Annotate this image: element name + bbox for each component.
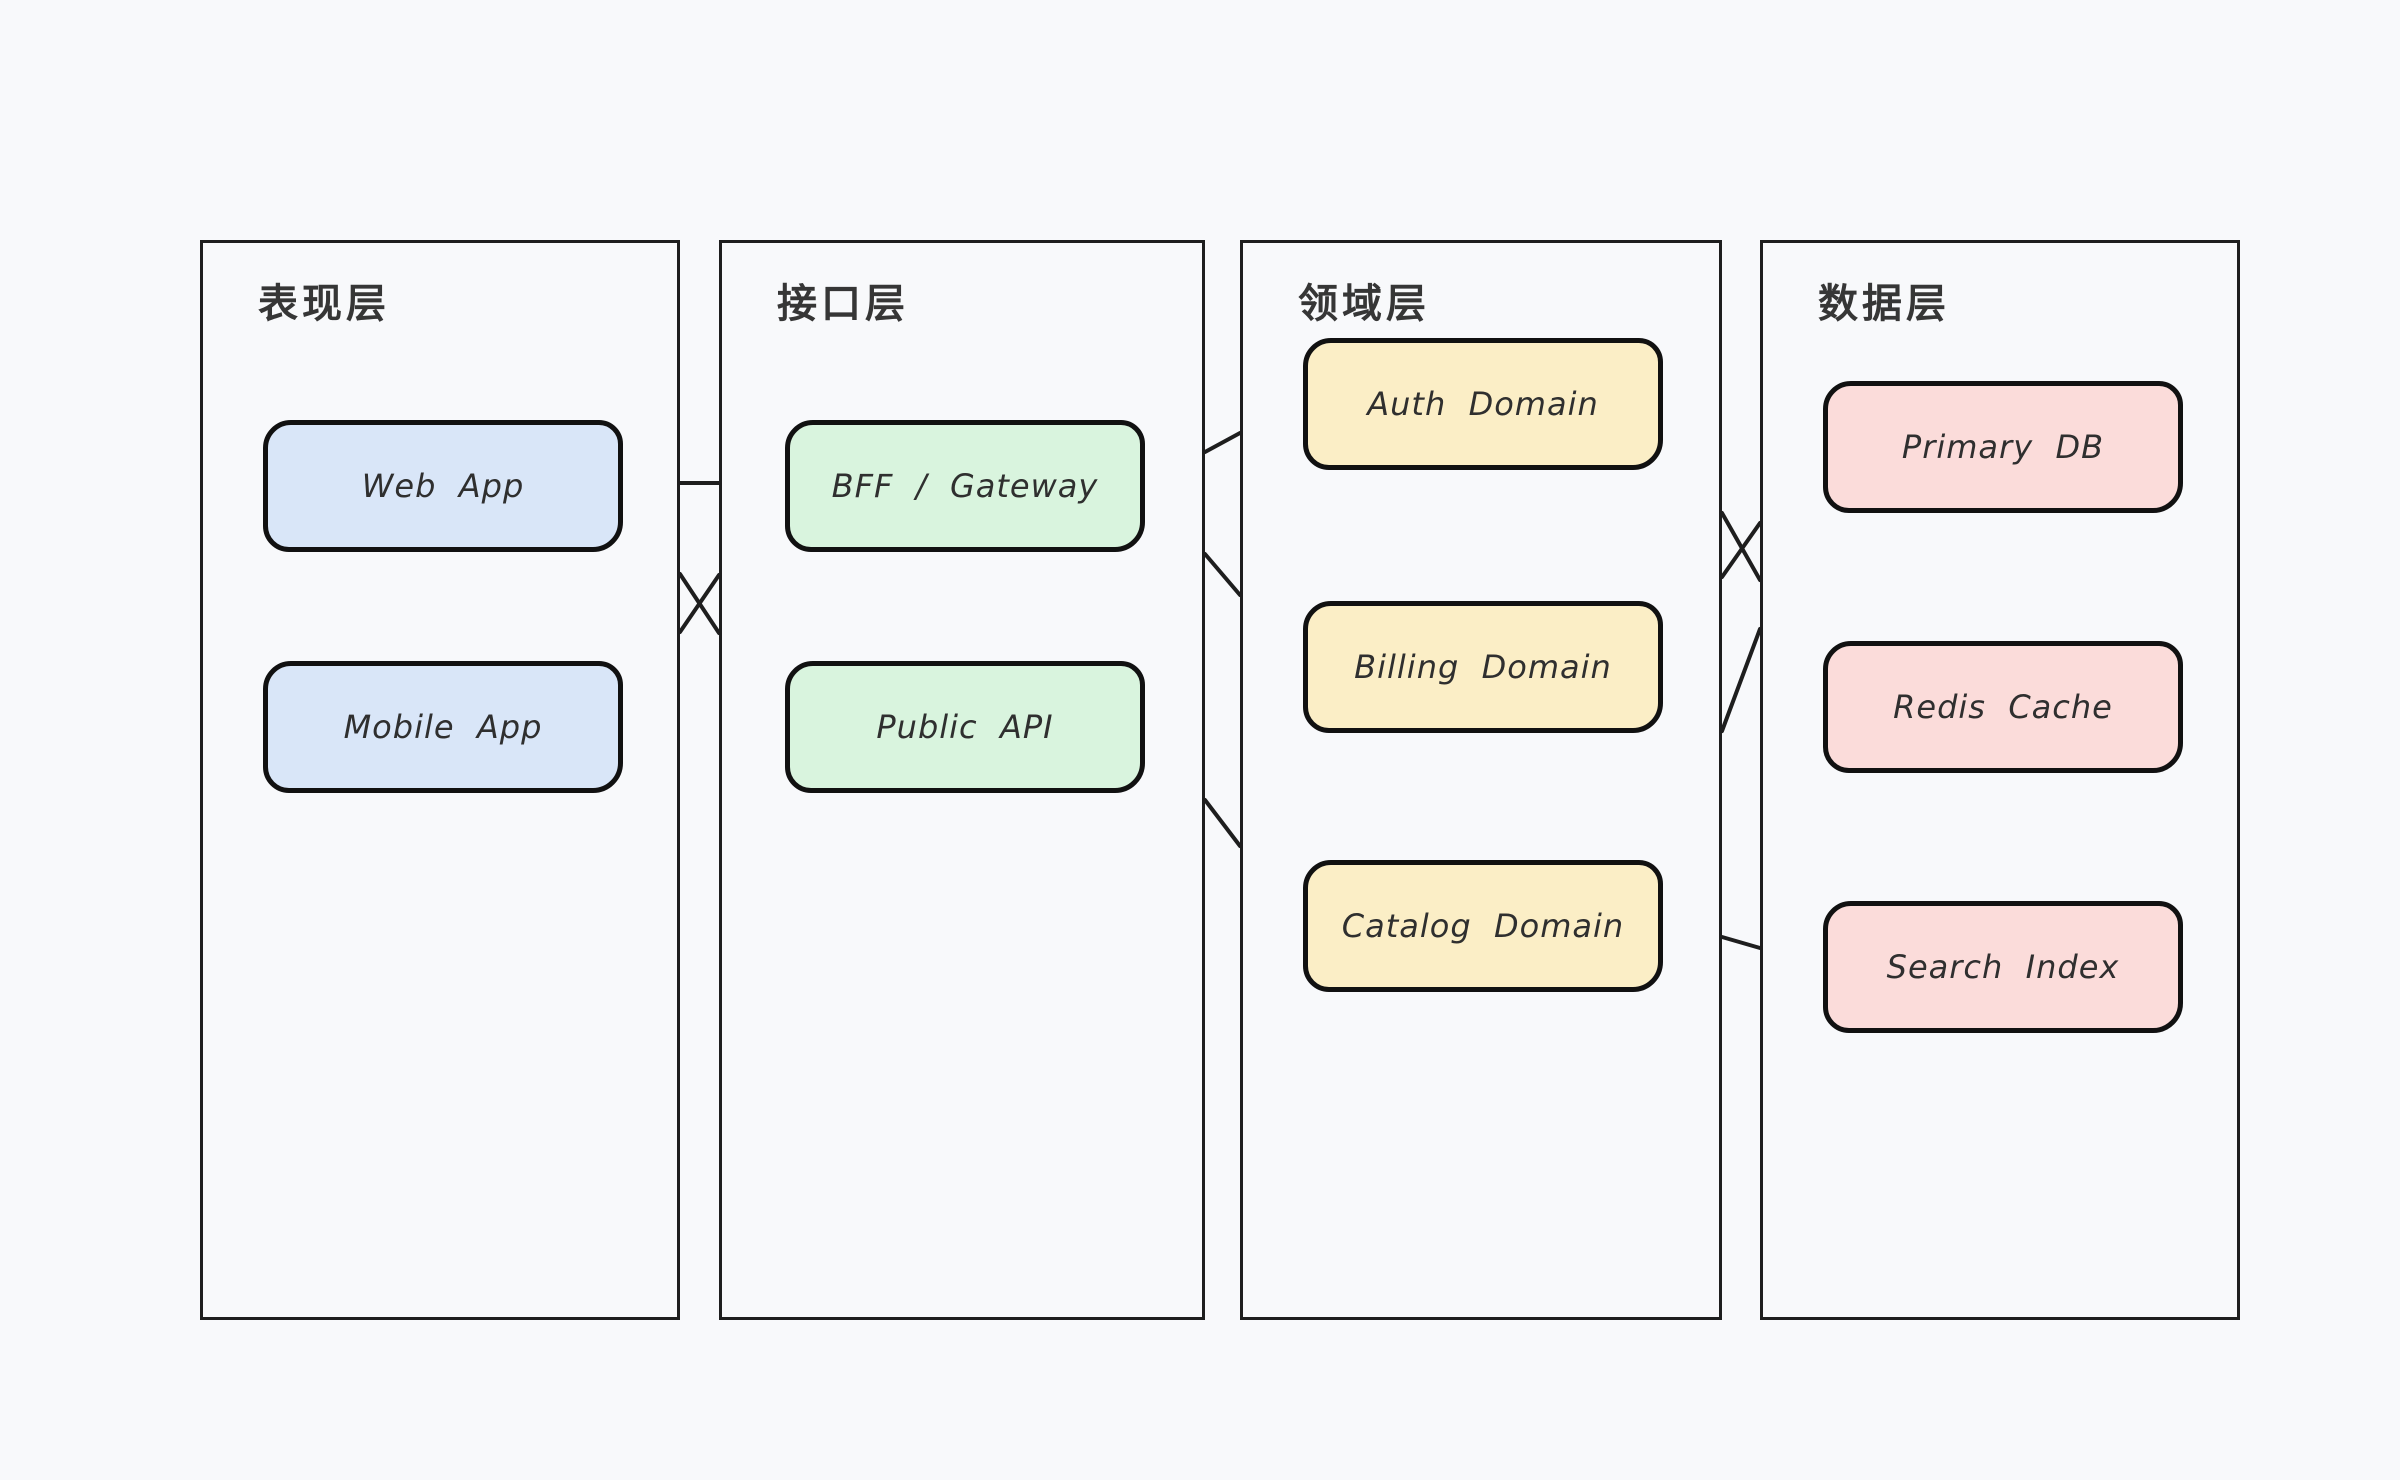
connector-line — [678, 572, 721, 635]
connector-line — [1720, 511, 1762, 582]
node-catalog-domain[interactable]: Catalog Domain — [1303, 860, 1663, 992]
node-label: BFF / Gateway — [831, 467, 1099, 505]
node-label: Catalog Domain — [1341, 907, 1625, 945]
connector-line — [1203, 798, 1242, 848]
connector-line — [1720, 521, 1762, 579]
node-primary-db[interactable]: Primary DB — [1823, 381, 2183, 513]
node-billing-domain[interactable]: Billing Domain — [1303, 601, 1663, 733]
layer-title-presentation: 表现层 — [258, 281, 390, 327]
node-label: Primary DB — [1901, 428, 2105, 466]
connector-line — [1720, 627, 1762, 733]
connector-line — [1720, 935, 1762, 950]
node-auth-domain[interactable]: Auth Domain — [1303, 338, 1663, 470]
node-label: Redis Cache — [1893, 688, 2113, 726]
connector-line — [1203, 552, 1242, 597]
layer-title-domain: 领域层 — [1298, 281, 1430, 327]
node-mobile-app[interactable]: Mobile App — [263, 661, 623, 793]
layer-column-data[interactable]: 数据层 Primary DB Redis Cache Search Index — [1760, 240, 2240, 1320]
node-label: Public API — [876, 708, 1054, 746]
layer-column-presentation[interactable]: 表现层 Web App Mobile App — [200, 240, 680, 1320]
node-label: Mobile App — [343, 708, 543, 746]
node-label: Billing Domain — [1354, 648, 1612, 686]
layer-column-domain[interactable]: 领域层 Auth Domain Billing Domain Catalog D… — [1240, 240, 1722, 1320]
node-public-api[interactable]: Public API — [785, 661, 1145, 793]
connector-line — [678, 573, 721, 634]
node-label: Web App — [361, 467, 525, 505]
layer-title-data: 数据层 — [1818, 281, 1950, 327]
connector-line — [1203, 431, 1242, 454]
node-label: Auth Domain — [1367, 385, 1599, 423]
node-redis-cache[interactable]: Redis Cache — [1823, 641, 2183, 773]
layer-column-interface[interactable]: 接口层 BFF / Gateway Public API — [719, 240, 1205, 1320]
node-web-app[interactable]: Web App — [263, 420, 623, 552]
node-bff-gateway[interactable]: BFF / Gateway — [785, 420, 1145, 552]
node-search-index[interactable]: Search Index — [1823, 901, 2183, 1033]
node-label: Search Index — [1886, 948, 2120, 986]
layer-title-interface: 接口层 — [777, 281, 909, 327]
